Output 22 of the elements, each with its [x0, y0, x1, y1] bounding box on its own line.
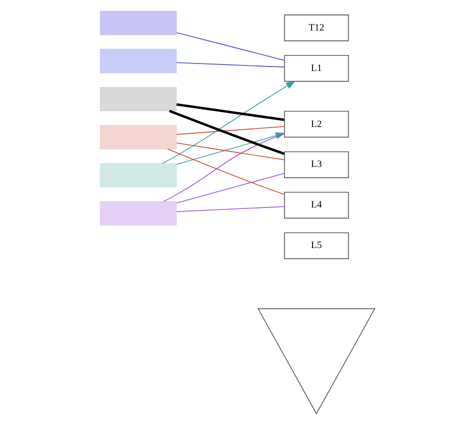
connector	[176, 142, 284, 160]
connector	[176, 206, 284, 212]
connector	[176, 62, 284, 68]
connector	[176, 32, 284, 61]
node-box	[99, 125, 176, 150]
connector	[176, 172, 284, 204]
node-box	[99, 10, 176, 36]
connector	[166, 148, 284, 195]
node-triangle	[256, 308, 375, 415]
node-box	[99, 201, 176, 226]
arrow	[162, 80, 296, 164]
node-box: T12	[284, 14, 348, 42]
node-box: L1	[284, 55, 348, 82]
node-box: L3	[284, 151, 348, 178]
node-box	[99, 86, 176, 112]
node-box	[99, 48, 176, 74]
connector	[176, 126, 284, 135]
node-box: L5	[284, 232, 348, 260]
connector	[176, 103, 284, 121]
node-box: L4	[284, 192, 348, 219]
node-box	[99, 163, 176, 188]
node-box: L2	[284, 110, 348, 138]
